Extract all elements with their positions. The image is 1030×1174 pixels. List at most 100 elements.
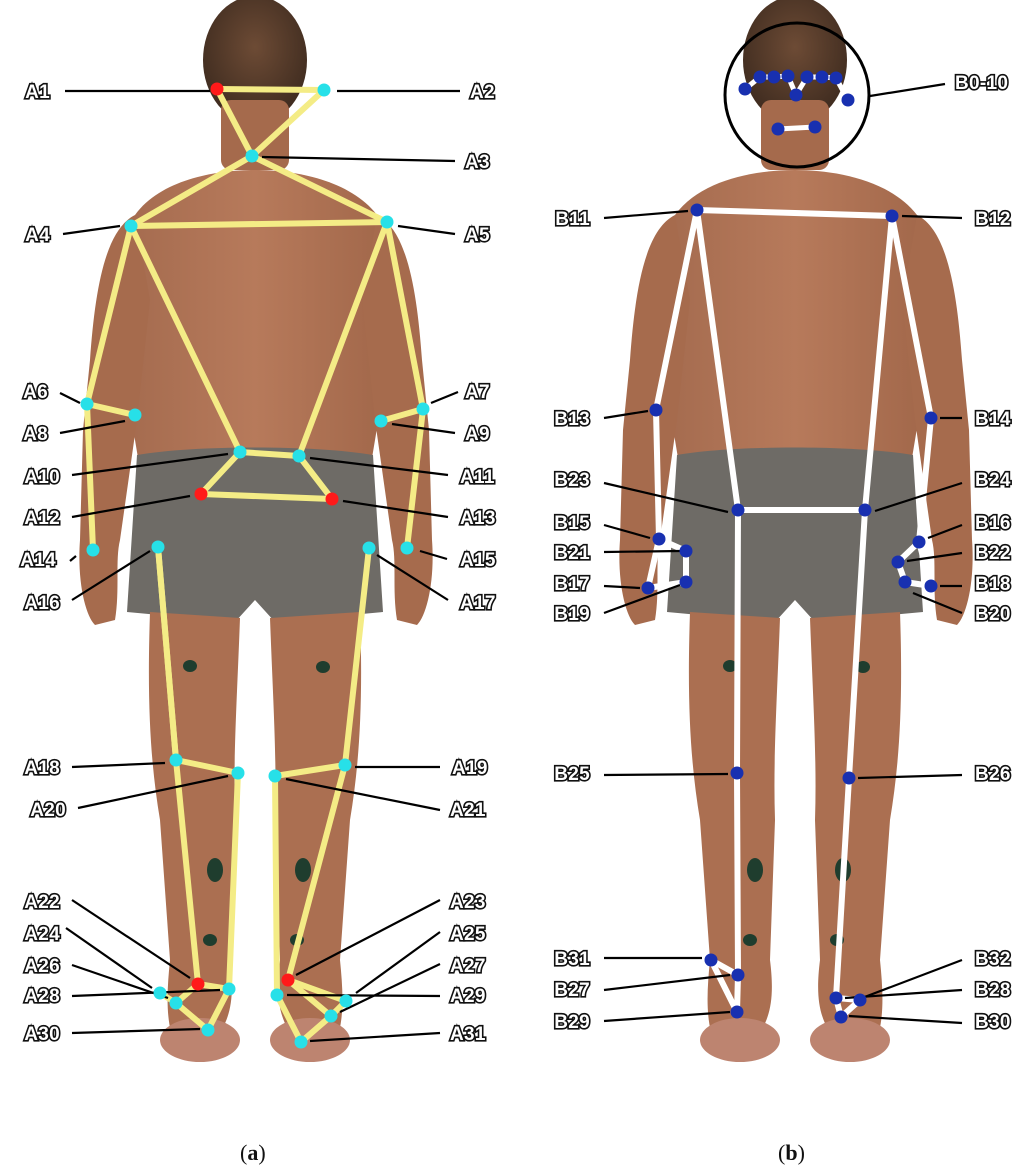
keypoint-a14 <box>87 544 100 557</box>
keypoint-head-6 <box>830 72 843 85</box>
keypoint-head-4 <box>801 71 814 84</box>
keypoint-b20 <box>899 576 912 589</box>
keypoint-head-10 <box>809 121 822 134</box>
label-b13: B13 <box>554 409 590 430</box>
skeleton-segment-a <box>240 452 299 456</box>
keypoint-a9 <box>375 415 388 428</box>
keypoint-a5 <box>381 216 394 229</box>
leader-line-b <box>870 84 945 96</box>
label-b25: B25 <box>554 764 590 785</box>
keypoint-head-0 <box>739 83 752 96</box>
label-a17: A17 <box>460 593 496 614</box>
label-a13: A13 <box>460 508 496 529</box>
label-a2: A2 <box>470 82 495 103</box>
label-b22: B22 <box>975 543 1011 564</box>
keypoint-a13 <box>326 493 339 506</box>
keypoint-head-1 <box>754 71 767 84</box>
keypoint-head-3 <box>782 70 795 83</box>
keypoint-b16 <box>913 536 926 549</box>
keypoint-a17 <box>363 542 376 555</box>
label-a30: A30 <box>24 1024 60 1045</box>
keypoint-a7 <box>417 403 430 416</box>
keypoint-a11 <box>293 450 306 463</box>
label-b30: B30 <box>975 1012 1011 1033</box>
keypoint-a18 <box>170 754 183 767</box>
keypoint-a4 <box>125 220 138 233</box>
label-b24: B24 <box>975 470 1011 491</box>
label-a19: A19 <box>452 758 488 779</box>
keypoint-a31 <box>295 1036 308 1049</box>
keypoint-b22 <box>892 556 905 569</box>
keypoint-b18 <box>925 580 938 593</box>
keypoint-a1 <box>211 83 224 96</box>
label-b14: B14 <box>975 409 1011 430</box>
keypoint-b26 <box>843 772 856 785</box>
keypoint-b23 <box>732 504 745 517</box>
label-b16: B16 <box>975 513 1011 534</box>
leader-line-a <box>431 392 458 403</box>
leader-line-a <box>262 157 455 161</box>
label-a15: A15 <box>460 550 496 571</box>
skeleton-segment-b <box>656 410 659 539</box>
keypoint-b11 <box>691 204 704 217</box>
leader-line-a <box>340 964 440 1012</box>
keypoint-head-2 <box>768 71 781 84</box>
keypoint-b24 <box>859 504 872 517</box>
keypoint-a24 <box>154 987 167 1000</box>
label-a28: A28 <box>24 986 60 1007</box>
keypoint-b12 <box>886 210 899 223</box>
keypoint-b19 <box>680 576 693 589</box>
keypoint-b13 <box>650 404 663 417</box>
label-b17: B17 <box>554 574 590 595</box>
keypoint-a6 <box>81 398 94 411</box>
label-a31: A31 <box>450 1024 486 1045</box>
leader-line-b <box>604 774 728 775</box>
keypoint-b17 <box>642 582 655 595</box>
label-a5: A5 <box>465 225 490 246</box>
keypoint-b25 <box>731 767 744 780</box>
keypoint-b15 <box>653 533 666 546</box>
label-a4: A4 <box>25 225 50 246</box>
label-a25: A25 <box>450 924 486 945</box>
label-b28: B28 <box>975 980 1011 1001</box>
keypoint-a12 <box>195 488 208 501</box>
keypoint-a20 <box>232 767 245 780</box>
label-a26: A26 <box>24 956 60 977</box>
label-a3: A3 <box>465 152 490 173</box>
label-b31: B31 <box>554 949 590 970</box>
label-a22: A22 <box>24 892 60 913</box>
leader-line-a <box>60 393 80 403</box>
skeleton-segment-a <box>275 776 277 995</box>
keypoint-a16 <box>152 541 165 554</box>
leader-line-a <box>287 995 440 996</box>
leader-line-a <box>398 226 455 234</box>
label-a8: A8 <box>23 424 48 445</box>
keypoint-head-9 <box>772 123 785 136</box>
label-a12: A12 <box>24 508 60 529</box>
label-a16: A16 <box>24 593 60 614</box>
keypoint-b27 <box>732 969 745 982</box>
leader-line-b <box>604 551 680 552</box>
keypoint-a21 <box>269 770 282 783</box>
keypoint-head-5 <box>816 71 829 84</box>
keypoint-a27 <box>325 1010 338 1023</box>
keypoint-a26 <box>170 997 183 1010</box>
label-a1: A1 <box>25 82 50 103</box>
keypoint-a15 <box>401 542 414 555</box>
label-b0-10: B0-10 <box>955 73 1008 94</box>
keypoint-a28 <box>223 983 236 996</box>
keypoint-a2 <box>318 84 331 97</box>
label-b23: B23 <box>554 470 590 491</box>
label-b26: B26 <box>975 764 1011 785</box>
leader-line-a <box>63 226 120 234</box>
label-b19: B19 <box>554 604 590 625</box>
keypoint-b14 <box>925 412 938 425</box>
skeleton-segment-b <box>737 773 738 975</box>
keypoint-a10 <box>234 446 247 459</box>
label-a9: A9 <box>465 424 490 445</box>
label-b20: B20 <box>975 604 1011 625</box>
keypoint-b32 <box>854 994 867 1007</box>
keypoint-head-8 <box>842 94 855 107</box>
keypoint-a29 <box>271 989 284 1002</box>
